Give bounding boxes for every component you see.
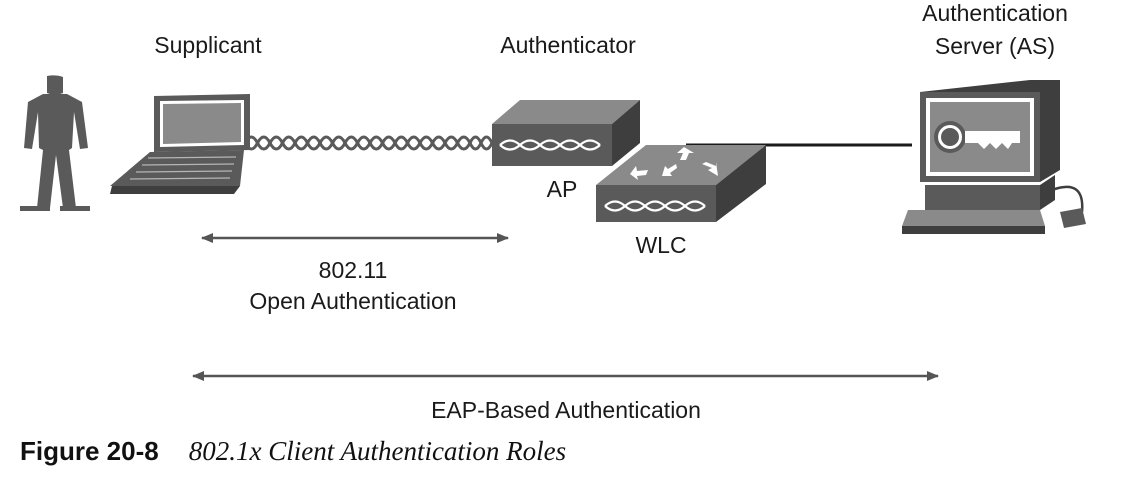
wlc-label: WLC <box>635 232 686 258</box>
open-auth-label-line1: 802.11 <box>319 257 388 283</box>
authentication-server-icon <box>902 80 1086 234</box>
authentication-server-label-line1: Authentication <box>922 0 1068 26</box>
laptop-icon <box>110 94 250 194</box>
figure-title: 802.1x Client Authentication Roles <box>188 436 567 466</box>
figure-caption: Figure 20-8 802.1x Client Authentication … <box>20 436 566 467</box>
open-auth-label-line2: Open Authentication <box>249 288 456 314</box>
authentication-server-label-line2: Server (AS) <box>935 33 1055 59</box>
access-point-icon <box>492 100 640 166</box>
supplicant-label: Supplicant <box>154 32 262 58</box>
ap-label: AP <box>547 176 578 202</box>
authenticator-label: Authenticator <box>500 32 636 58</box>
wlc-icon <box>596 145 766 222</box>
eap-auth-label: EAP-Based Authentication <box>431 397 701 423</box>
figure-number: Figure 20-8 <box>20 436 159 466</box>
user-icon <box>20 75 90 211</box>
wireless-link <box>243 135 494 151</box>
